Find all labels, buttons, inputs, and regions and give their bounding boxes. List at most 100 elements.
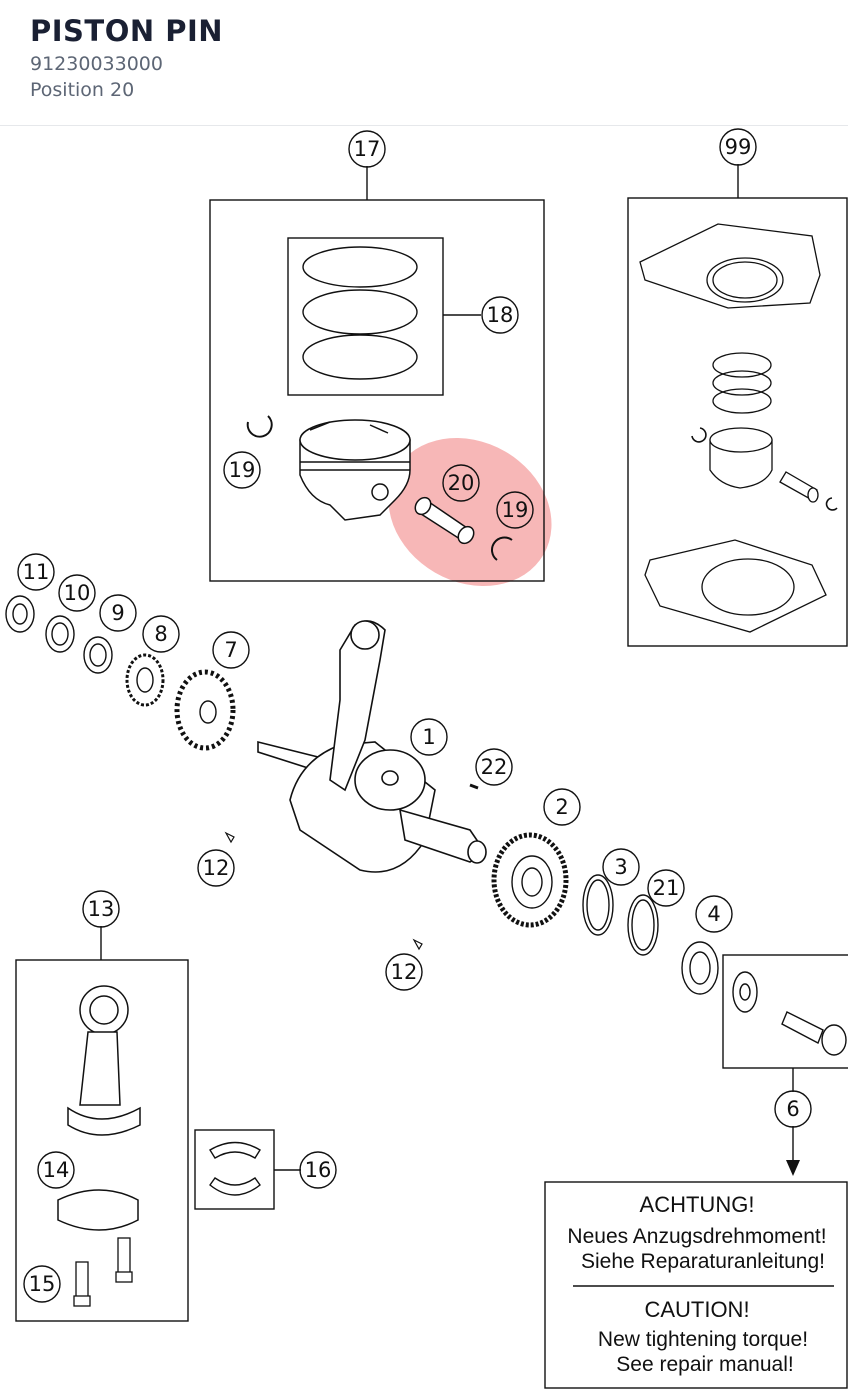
part-position: Position 20: [30, 79, 135, 101]
gasket-kit-frame: [627, 197, 848, 647]
circlip-right: [491, 536, 513, 561]
callout-label: 21: [653, 876, 680, 900]
callout-18[interactable]: 18: [481, 296, 519, 334]
piston-rings: [302, 246, 418, 380]
selected-part-highlight: [388, 437, 552, 587]
part-title: PISTON PIN: [30, 14, 224, 48]
callout-circle[interactable]: [496, 491, 534, 529]
callout-17[interactable]: 17: [348, 130, 386, 168]
callout-circle[interactable]: [212, 631, 250, 669]
callout-label: 99: [725, 135, 752, 159]
callout-label: 11: [23, 560, 50, 584]
callout-21[interactable]: 21: [647, 869, 685, 907]
callout-9[interactable]: 9: [99, 594, 137, 632]
warning-de-line1: Neues Anzugsdrehmoment!: [567, 1225, 826, 1248]
callout-label: 6: [786, 1097, 799, 1121]
callout-label: 19: [229, 458, 256, 482]
callout-3[interactable]: 3: [602, 848, 640, 886]
callout-label: 4: [707, 902, 720, 926]
callout-4[interactable]: 4: [695, 895, 733, 933]
callout-circle[interactable]: [197, 849, 235, 887]
callout-circle[interactable]: [348, 130, 386, 168]
base-gasket: [644, 539, 827, 633]
callout-label: 15: [29, 1272, 56, 1296]
callout-circle[interactable]: [719, 128, 757, 166]
callout-circle[interactable]: [58, 574, 96, 612]
callout-circle[interactable]: [410, 718, 448, 756]
head-gasket: [639, 223, 821, 309]
callout-label: 14: [43, 1158, 70, 1182]
torque-warning-box: ACHTUNG! Neues Anzugsdrehmoment! Siehe R…: [544, 1181, 848, 1389]
callout-1[interactable]: 1: [410, 718, 448, 756]
warning-en-title: CAUTION!: [644, 1297, 749, 1322]
callout-label: 8: [154, 622, 167, 646]
warning-en-line1: New tightening torque!: [598, 1328, 808, 1351]
callout-circle[interactable]: [17, 553, 55, 591]
callout-circle[interactable]: [142, 615, 180, 653]
callout-14[interactable]: 14: [37, 1151, 75, 1189]
callout-label: 10: [64, 581, 91, 605]
callout-label: 16: [305, 1158, 332, 1182]
callout-8[interactable]: 8: [142, 615, 180, 653]
callout-13[interactable]: 13: [82, 890, 120, 928]
callout-label: 22: [481, 755, 508, 779]
connecting-rod: [57, 985, 141, 1231]
piston-kit-frame: [209, 199, 545, 582]
callout-circle[interactable]: [299, 1151, 337, 1189]
callout-circle[interactable]: [23, 1265, 61, 1303]
callout-circle[interactable]: [82, 890, 120, 928]
callout-label: 1: [422, 725, 435, 749]
callout-20[interactable]: 20: [442, 464, 480, 502]
callout-19[interactable]: 19: [223, 451, 261, 489]
washer-and-bolt: [732, 971, 847, 1056]
callout-circle[interactable]: [695, 895, 733, 933]
callout-15[interactable]: 15: [23, 1265, 61, 1303]
callout-circle[interactable]: [442, 464, 480, 502]
callout-label: 3: [614, 855, 627, 879]
callout-10[interactable]: 10: [58, 574, 96, 612]
crankshaft-parts: [5, 595, 236, 751]
callout-circle[interactable]: [543, 788, 581, 826]
callout-7[interactable]: 7: [212, 631, 250, 669]
callout-12[interactable]: 12: [197, 849, 235, 887]
callout-circle[interactable]: [37, 1151, 75, 1189]
callout-circle[interactable]: [385, 953, 423, 991]
callout-circle[interactable]: [475, 748, 513, 786]
callout-99[interactable]: 99: [719, 128, 757, 166]
callout-19[interactable]: 19: [496, 491, 534, 529]
callout-label: 17: [354, 137, 381, 161]
callout-12[interactable]: 12: [385, 953, 423, 991]
callout-circle[interactable]: [99, 594, 137, 632]
callout-11[interactable]: 11: [17, 553, 55, 591]
callout-22[interactable]: 22: [475, 748, 513, 786]
callout-circle[interactable]: [602, 848, 640, 886]
callout-label: 12: [203, 856, 230, 880]
crank-gear: [491, 832, 569, 928]
part-number: 91230033000: [30, 53, 163, 75]
piston-pin: [414, 496, 475, 545]
callout-label: 7: [224, 638, 237, 662]
circlip-left: [246, 415, 273, 438]
callout-label: 9: [111, 601, 124, 625]
callout-label: 18: [487, 303, 514, 327]
callout-16[interactable]: 16: [299, 1151, 337, 1189]
callout-label: 19: [502, 498, 529, 522]
small-piston: [709, 427, 773, 489]
callout-label: 13: [88, 897, 115, 921]
callout-circle[interactable]: [647, 869, 685, 907]
callout-2[interactable]: 2: [543, 788, 581, 826]
small-piston-rings: [712, 352, 772, 414]
callout-6[interactable]: 6: [774, 1090, 812, 1128]
piston-rings-frame: [287, 237, 444, 396]
warning-en-line2: See repair manual!: [616, 1353, 793, 1376]
callout-circle[interactable]: [223, 451, 261, 489]
piston: [299, 419, 411, 521]
callout-circle[interactable]: [481, 296, 519, 334]
callout-label: 20: [448, 471, 475, 495]
warning-de-title: ACHTUNG!: [640, 1192, 755, 1217]
callout-circle[interactable]: [774, 1090, 812, 1128]
conrod-kit-frame: [15, 959, 189, 1322]
warning-de-line2: Siehe Reparaturanleitung!: [581, 1250, 825, 1273]
